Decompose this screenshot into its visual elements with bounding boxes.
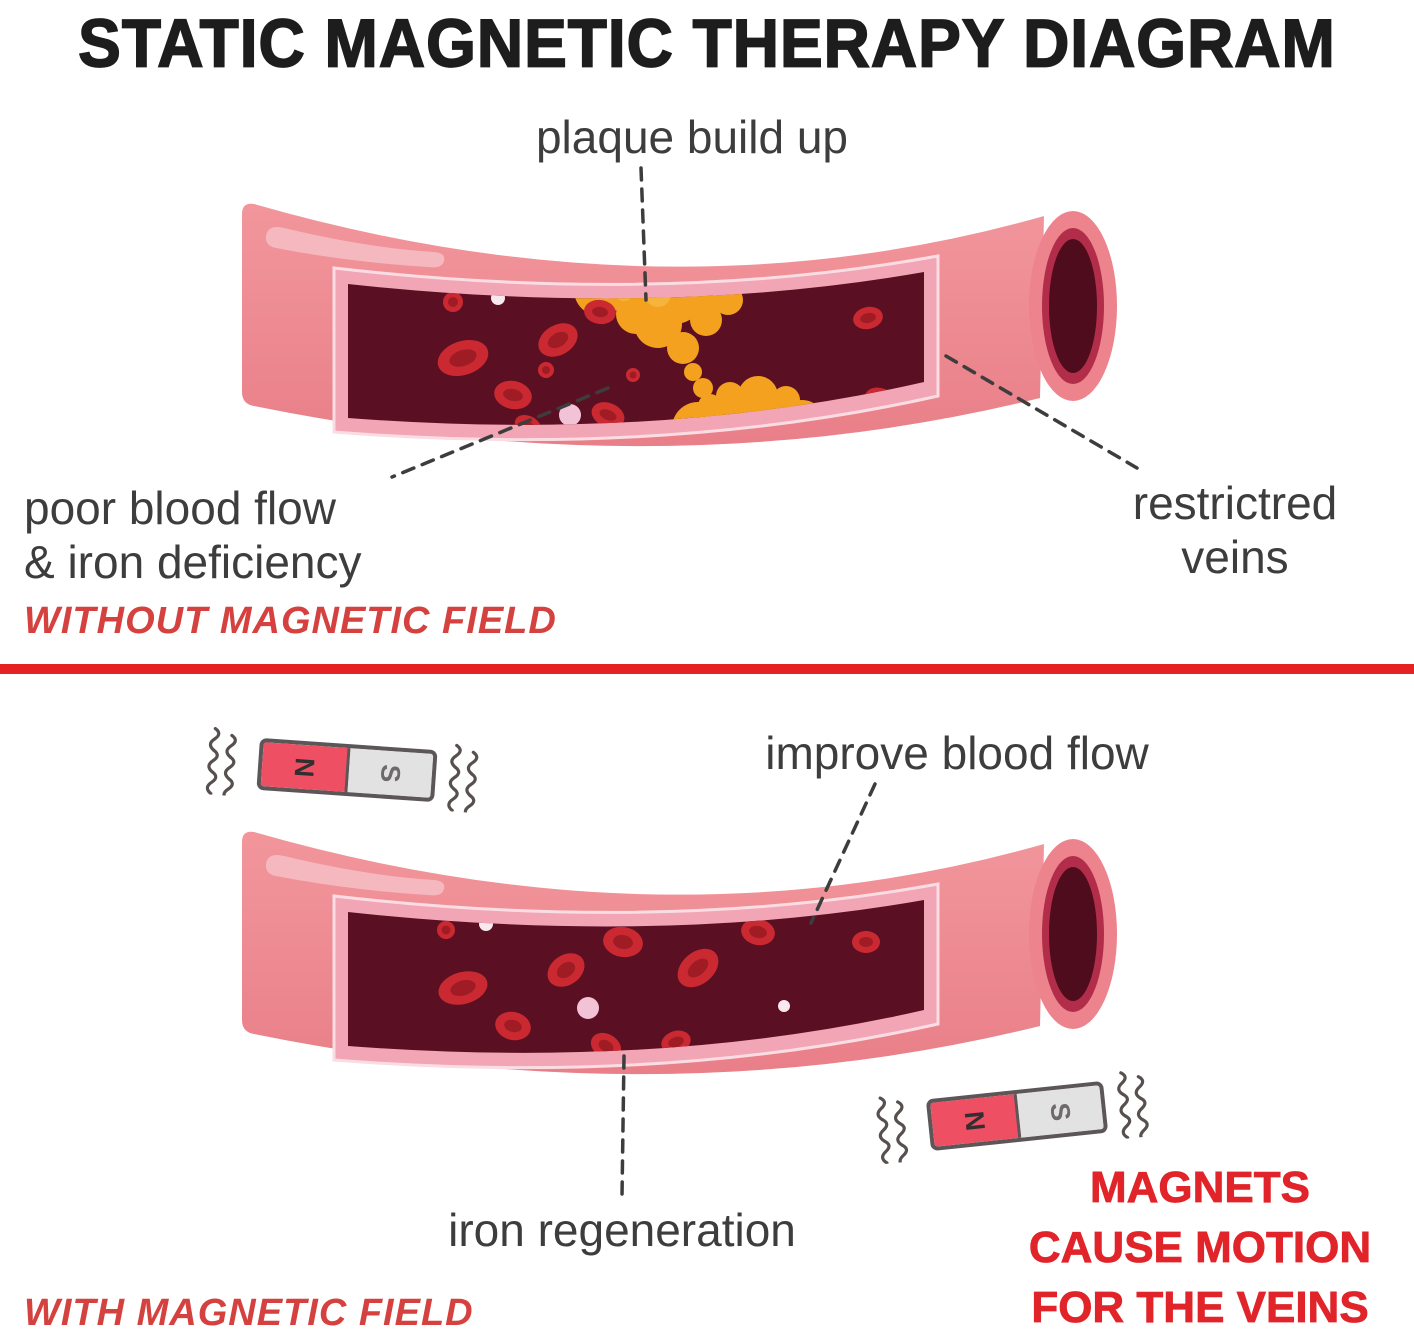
section-divider	[0, 664, 1414, 674]
label-improve-blood-flow: improve blood flow	[765, 727, 1149, 779]
magnet-bar: N S	[925, 1080, 1109, 1152]
note-line2: CAUSE MOTION	[1028, 1222, 1372, 1272]
label-iron-regeneration: iron regeneration	[448, 1204, 796, 1256]
magnet-bar: N S	[256, 737, 438, 803]
magnet-south-pole: S	[346, 748, 434, 798]
caption-without-magnetic-field: WITHOUT MAGNETIC FIELD	[24, 600, 557, 642]
label-restricted-veins: restrictred veins	[1085, 476, 1385, 585]
vibration-waves-icon	[205, 726, 238, 797]
pointer-line-iron-regeneration	[620, 1054, 626, 1198]
vein-opening	[1029, 839, 1117, 1029]
pointer-line-poor-blood-flow	[390, 386, 610, 479]
vein-opening	[1029, 211, 1117, 401]
diseased-vein-illustration	[242, 203, 1117, 447]
magnet-south-pole: S	[1016, 1085, 1104, 1138]
caption-with-magnetic-field: WITH MAGNETIC FIELD	[24, 1292, 474, 1334]
label-restricted-veins-line1: restrictred	[1132, 477, 1338, 529]
magnet-south-label: S	[375, 763, 407, 784]
pointer-line-plaque	[639, 166, 648, 302]
pointer-line-restricted-veins	[944, 354, 1139, 470]
vein-interior	[348, 900, 924, 1053]
vein-highlight	[265, 227, 445, 268]
label-plaque-build-up: plaque build up	[535, 111, 849, 163]
note-line3: FOR THE VEINS	[1031, 1282, 1369, 1332]
vibration-waves-icon	[1115, 1070, 1151, 1140]
label-poor-blood-flow-line1: poor blood flow	[24, 482, 336, 534]
label-poor-blood-flow-line2: & iron deficiency	[24, 536, 362, 589]
magnet-north-label: N	[288, 756, 320, 778]
pointer-line-improve-blood-flow	[809, 782, 877, 925]
magnet-north-pole: N	[930, 1093, 1021, 1147]
healthy-vein-illustration	[242, 831, 1117, 1075]
note-line1: MAGNETS	[1090, 1163, 1311, 1213]
vibration-waves-icon	[446, 743, 479, 814]
label-restricted-veins-line2: veins	[1181, 531, 1289, 584]
vein-highlight	[265, 855, 445, 896]
magnet-north-label: N	[958, 1109, 991, 1132]
magnet-south-label: S	[1044, 1100, 1077, 1122]
label-poor-blood-flow: poor blood flow & iron deficiency	[24, 481, 362, 590]
page-title: STATIC MAGNETIC THERAPY DIAGRAM	[77, 4, 1336, 82]
magnet-north-pole: N	[260, 742, 351, 793]
note-magnets-cause-motion: MAGNETS CAUSE MOTION FOR THE VEINS	[1020, 1158, 1380, 1337]
vein-interior	[348, 272, 924, 425]
vibration-waves-icon	[874, 1096, 910, 1165]
